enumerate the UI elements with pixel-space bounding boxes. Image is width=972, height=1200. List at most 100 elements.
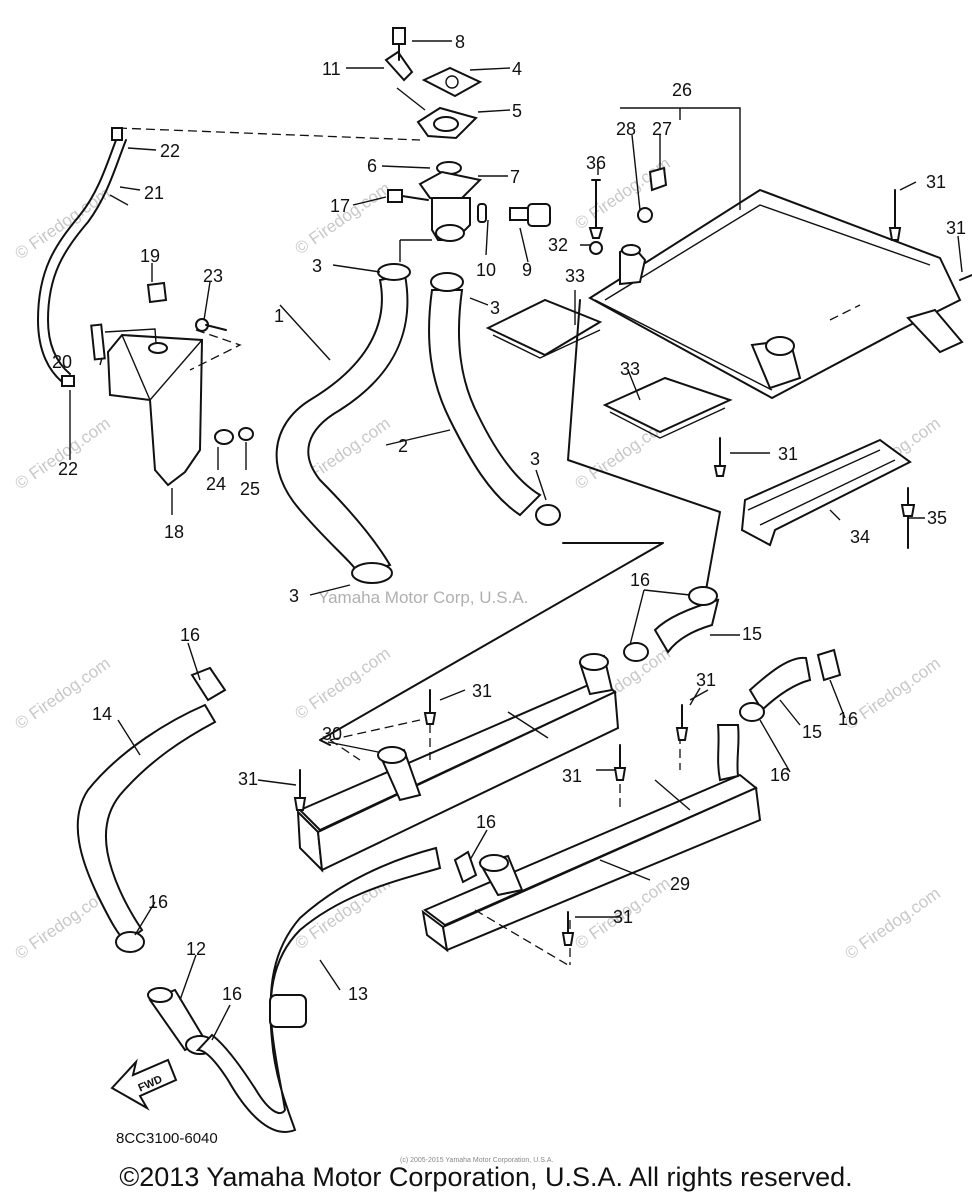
callout-16-a: 16 bbox=[630, 570, 650, 590]
clamp-16-hose14-top bbox=[190, 666, 227, 702]
rail-riser bbox=[716, 724, 740, 782]
rivets-31 bbox=[293, 689, 689, 946]
rivet-31-top bbox=[888, 227, 902, 241]
fwd-arrow-icon bbox=[110, 1058, 178, 1111]
callout-36: 36 bbox=[586, 153, 606, 173]
bracket-33a bbox=[485, 298, 603, 357]
hose-2 bbox=[428, 289, 542, 517]
leader-lines bbox=[69, 40, 963, 1041]
clamp-3a bbox=[377, 263, 411, 281]
housing-gasket-7 bbox=[418, 170, 483, 202]
callout-28: 28 bbox=[616, 119, 636, 139]
callout-31-top: 31 bbox=[926, 172, 946, 192]
site-watermark: © Firedog.com bbox=[291, 644, 393, 724]
callout-31-right: 31 bbox=[696, 670, 716, 690]
clamp-16-right bbox=[816, 648, 842, 682]
clamp-16-hose13 bbox=[453, 850, 478, 884]
heat-exchanger-upper bbox=[485, 166, 972, 591]
callout-11: 11 bbox=[322, 59, 341, 79]
copyright-footer: ©2013 Yamaha Motor Corporation, U.S.A. A… bbox=[119, 1162, 853, 1192]
rivet-31-mid bbox=[713, 465, 727, 477]
nut-32 bbox=[589, 241, 603, 255]
cooling-system-parts-diagram: © Firedog.com © Firedog.com © Firedog.co… bbox=[11, 27, 972, 1164]
exchanger-rail-30-top bbox=[298, 678, 617, 832]
callout-12: 12 bbox=[186, 939, 206, 959]
grommet-24 bbox=[214, 429, 234, 445]
filler-tube-20 bbox=[90, 323, 106, 361]
callout-15-b: 15 bbox=[802, 722, 822, 742]
callout-16-g: 16 bbox=[222, 984, 242, 1004]
nipple-27 bbox=[648, 166, 668, 192]
callout-31-bottom: 31 bbox=[613, 907, 633, 927]
reservoir-cap-19 bbox=[146, 281, 168, 304]
callout-20: 20 bbox=[52, 352, 72, 372]
hose-13-sleeve bbox=[269, 994, 307, 1028]
washer-28 bbox=[637, 207, 653, 223]
callout-16-d: 16 bbox=[180, 625, 200, 645]
callout-31-edge: 31 bbox=[946, 218, 966, 238]
hose-15b bbox=[748, 656, 812, 712]
callout-33-b: 33 bbox=[620, 359, 640, 379]
clamp-16-low bbox=[739, 702, 765, 722]
callout-25: 25 bbox=[240, 479, 260, 499]
sensor-9 bbox=[509, 207, 529, 221]
callout-16-e: 16 bbox=[476, 812, 496, 832]
callout-19: 19 bbox=[140, 246, 160, 266]
callout-6: 6 bbox=[367, 156, 377, 176]
reservoir-tank-18 bbox=[106, 333, 204, 487]
callout-numbers: 8 11 4 5 22 21 6 7 17 10 9 3 3 19 23 20 … bbox=[52, 32, 966, 1004]
clamp-16-hose14-bottom bbox=[115, 931, 145, 953]
reservoir-assembly bbox=[37, 127, 254, 487]
site-watermark: © Firedog.com bbox=[841, 884, 943, 964]
callout-13: 13 bbox=[348, 984, 368, 1004]
collar-25 bbox=[238, 427, 254, 441]
hose-15a bbox=[653, 598, 720, 654]
callout-5: 5 bbox=[512, 101, 522, 121]
hose-clip-22-top bbox=[111, 127, 123, 141]
callout-3-c: 3 bbox=[530, 449, 540, 469]
bolt-8 bbox=[392, 27, 406, 45]
small-print: (c) 2005-2015 Yamaha Motor Corporation, … bbox=[400, 1157, 553, 1164]
callout-32: 32 bbox=[548, 235, 568, 255]
thermostat-housing-assembly bbox=[117, 27, 551, 262]
exchanger-plate-26 bbox=[588, 188, 962, 400]
callout-4: 4 bbox=[512, 59, 522, 79]
callout-31-low: 31 bbox=[238, 769, 258, 789]
callout-33-a: 33 bbox=[565, 266, 585, 286]
clamp-3c bbox=[535, 504, 561, 526]
hose-15-assembly bbox=[623, 586, 842, 722]
hose-clip-22-bottom bbox=[61, 375, 75, 387]
callout-24: 24 bbox=[206, 474, 226, 494]
site-watermark: © Firedog.com bbox=[291, 179, 393, 259]
callout-31-left: 31 bbox=[472, 681, 492, 701]
fwd-arrow: FWD bbox=[110, 1058, 178, 1111]
callout-10: 10 bbox=[476, 260, 496, 280]
clamp-16-upper bbox=[688, 586, 718, 606]
callout-3-d: 3 bbox=[289, 586, 299, 606]
callout-35: 35 bbox=[927, 508, 947, 528]
clip-11 bbox=[384, 50, 414, 82]
bolt-36 bbox=[588, 227, 604, 239]
callout-22-bottom: 22 bbox=[58, 459, 78, 479]
site-watermark: © Firedog.com bbox=[11, 184, 113, 264]
callout-16-c: 16 bbox=[770, 765, 790, 785]
callout-15-a: 15 bbox=[742, 624, 762, 644]
gasket-4 bbox=[421, 66, 483, 98]
bracket-33b bbox=[602, 376, 733, 434]
hose-13 bbox=[195, 846, 442, 1133]
callout-3-b: 3 bbox=[490, 298, 500, 318]
callout-26: 26 bbox=[672, 80, 692, 100]
callout-27: 27 bbox=[652, 119, 672, 139]
callout-23: 23 bbox=[203, 266, 223, 286]
callout-29: 29 bbox=[670, 874, 690, 894]
callout-31-mid: 31 bbox=[778, 444, 798, 464]
callout-22-top: 22 bbox=[160, 141, 180, 161]
lower-hose-assembly bbox=[76, 666, 478, 1133]
site-watermark: © Firedog.com bbox=[11, 414, 113, 494]
corp-watermark: Yamaha Motor Corp, U.S.A. bbox=[318, 588, 528, 607]
callout-8: 8 bbox=[455, 32, 465, 52]
heat-exchanger-rails bbox=[296, 653, 762, 966]
callout-34: 34 bbox=[850, 527, 870, 547]
callout-31-center: 31 bbox=[562, 766, 582, 786]
callout-17: 17 bbox=[330, 196, 350, 216]
